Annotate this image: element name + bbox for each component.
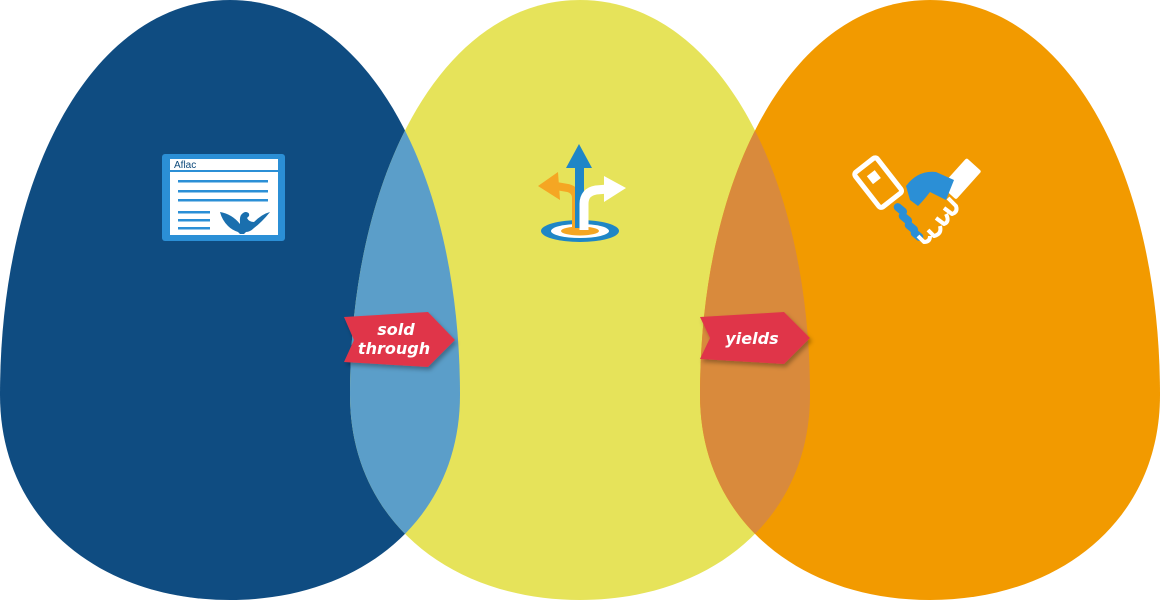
arrow-yields: yields xyxy=(700,312,810,364)
arrow-label-line2: through xyxy=(358,339,430,358)
policy-brand-text: Aflac xyxy=(174,160,196,171)
duck-icon xyxy=(220,212,270,234)
arrow-sold-through: sold through xyxy=(344,312,455,367)
policy-document-icon: Aflac xyxy=(162,154,285,241)
arrow-label-line1: sold xyxy=(377,320,415,339)
handshake-icon xyxy=(852,155,981,244)
choice-paths-icon xyxy=(538,144,626,242)
arrow-label-yields: yields xyxy=(725,329,778,348)
